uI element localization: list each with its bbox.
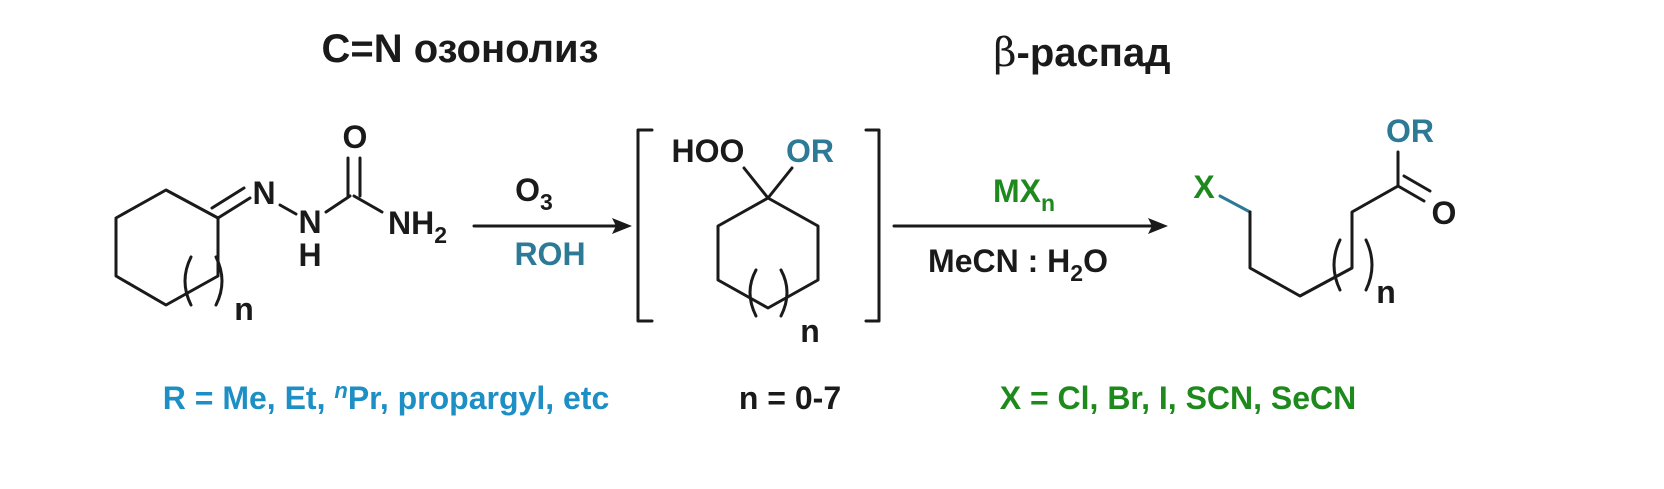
nn-bond — [278, 203, 298, 216]
arrowhead-2 — [1148, 218, 1168, 234]
index-n-start: n — [234, 291, 254, 327]
c-ooh-bond — [742, 166, 770, 200]
index-n-intermediate: n — [800, 313, 820, 349]
atom-h: H — [298, 237, 321, 273]
atom-o: O — [343, 119, 368, 155]
atom-or-product: OR — [1386, 113, 1434, 149]
x-c-bond — [1218, 194, 1252, 214]
bracket-right — [864, 128, 881, 323]
atom-or-intermediate: OR — [786, 133, 834, 169]
reagent-mxn: MXn — [993, 173, 1055, 216]
superscript-n: n — [334, 378, 347, 403]
atom-o-product: O — [1432, 195, 1457, 231]
reagent-roh: ROH — [514, 236, 585, 272]
intermediate-hydroperoxide: HOO OR n — [636, 128, 881, 349]
arrowhead-1 — [612, 218, 632, 234]
arrow-beta-decay: MXn MeCN : H2O — [892, 173, 1168, 286]
beta-symbol: β — [993, 30, 1016, 76]
c-nh2-bond — [352, 194, 384, 214]
chain-parenthesis — [1332, 238, 1374, 292]
c-or-bond — [766, 166, 794, 200]
ring-parenthesis-intermediate — [748, 268, 789, 318]
atom-x: X — [1193, 169, 1215, 205]
footnote-r-groups: R = Me, Et, nPr, propargyl, etc — [163, 378, 609, 416]
ring-parenthesis — [183, 255, 224, 307]
bracket-left — [636, 128, 654, 323]
co-double-bond — [346, 156, 362, 198]
nh-c-bond — [324, 194, 352, 214]
arrow-ozonolysis: O3 ROH — [472, 172, 632, 272]
atom-n1: N — [252, 175, 275, 211]
heading-beta-rest: -распад — [1017, 31, 1171, 75]
atom-nh2: NH2 — [388, 205, 447, 248]
footnote-n-range: n = 0-7 — [739, 380, 841, 416]
product-ester: X OR O n — [1193, 113, 1456, 310]
starting-semicarbazone: N N H O NH2 n — [114, 119, 447, 327]
reagent-solvent: MeCN : H2O — [928, 243, 1108, 286]
index-n-product: n — [1376, 274, 1396, 310]
ring-bonds — [114, 188, 220, 307]
co-double-bond-product — [1396, 174, 1432, 203]
heading-cn-ozonolysis: C=N озонолиз — [322, 27, 599, 71]
ring-bonds-intermediate — [716, 196, 820, 310]
cn-double-bond — [210, 186, 252, 220]
reagent-o3: O3 — [515, 172, 553, 215]
atom-hoo: HOO — [672, 133, 745, 169]
footnote-x-list: X = Cl, Br, I, SCN, SeCN — [1000, 380, 1357, 416]
heading-beta-decay: β-распад — [993, 30, 1170, 76]
atom-n2: N — [298, 204, 321, 240]
chain-bonds — [1248, 184, 1400, 298]
